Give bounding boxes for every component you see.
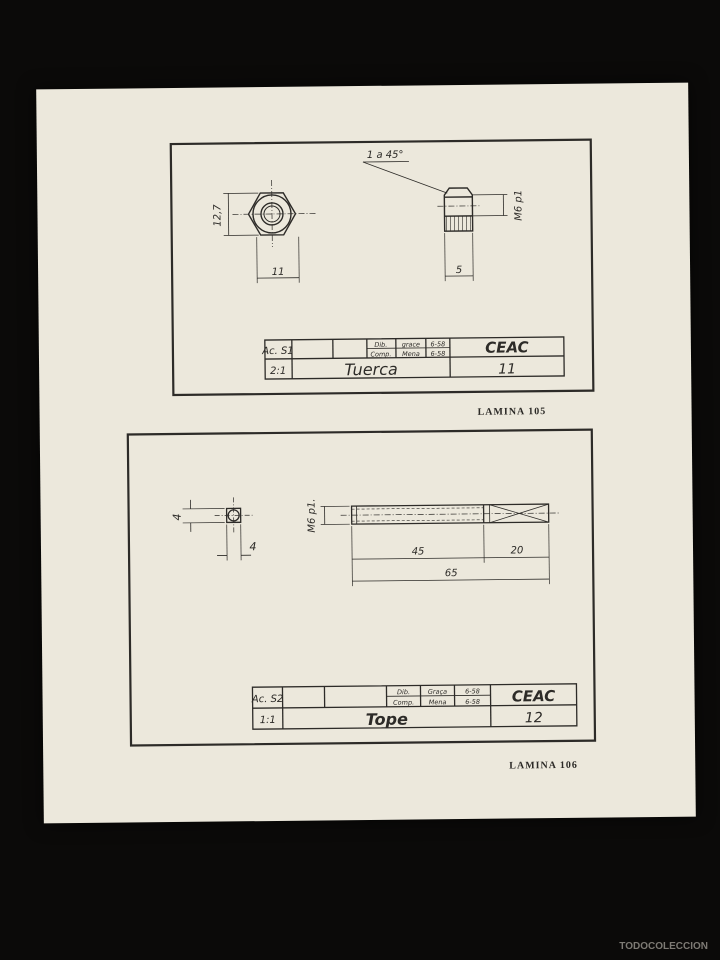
paper-sheet: 12,7 11 5 1 a 45° M6 p1 Ac. S1 2:1 Dib. … [36,82,696,824]
title-block-2 [251,683,578,730]
page-label-106: LAMINA 106 [509,759,578,772]
nut-side-view [362,161,508,282]
watermark: TODOCOLECCION [619,941,708,952]
title-block-1 [264,336,565,380]
plate-1-border [169,138,595,397]
checked-label-2: Comp. [393,699,414,707]
dim-total-label: 65 [445,568,458,579]
nut-front-view [223,179,318,284]
drawn-by-2: Graça [428,688,447,696]
scale-label-2: 1:1 [260,715,276,726]
dim-square-label: 20 [511,545,524,556]
checked-by: Mena [402,350,420,358]
material-label: Ac. S1 [261,346,294,357]
checked-date-2: 6-58 [465,698,480,706]
drawn-label-2: Dib. [397,688,410,696]
part-name: Tuerca [344,360,398,380]
thread-label: M6 p1 [513,190,524,221]
dim-side-v-label: 4 [171,513,184,520]
company-label-2: CEAC [512,687,556,705]
drawn-date: 6-58 [430,340,445,348]
company-label: CEAC [485,338,529,356]
page-label-105: LAMINA 105 [477,406,547,418]
checked-label: Comp. [370,350,391,358]
dim-thickness-label: 5 [456,265,462,276]
square-end-view [182,497,253,561]
dim-thread-label: 45 [412,546,425,557]
plate-number-2: 12 [525,710,543,726]
checked-by-2: Mena [429,698,447,706]
rod-side-view [320,503,561,587]
dim-height-label: 12,7 [212,204,223,227]
plate-tope [126,428,597,747]
plate-number: 11 [498,361,516,377]
drawn-label: Dib. [374,341,387,349]
part-name-2: Tope [366,710,408,729]
dim-width-label: 11 [272,267,285,278]
drawn-by: grace [402,340,420,348]
thread-label-2: M6 p1. [306,498,317,532]
plate-tuerca [169,138,595,397]
technical-drawings: 12,7 11 5 1 a 45° M6 p1 Ac. S1 2:1 Dib. … [126,138,597,747]
drawn-date-2: 6-58 [465,687,480,695]
dim-side-h-label: 4 [249,540,256,553]
plate-2-border [126,428,597,747]
scale-label: 2:1 [270,366,286,377]
chamfer-note-label: 1 a 45° [367,150,404,161]
material-label-2: Ac. S2 [251,694,284,705]
checked-date: 6-58 [431,350,446,358]
